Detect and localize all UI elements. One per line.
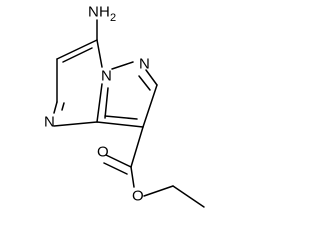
ester-o-label: O bbox=[132, 188, 144, 205]
bond-n4-c3a bbox=[53, 121, 98, 127]
chemical-structure-diagram: N H 2 N N N O O bbox=[44, 4, 205, 208]
bond-ester-o-ch2 bbox=[143, 185, 174, 197]
bond-n-bridge-n2 bbox=[111, 61, 134, 70]
bond-carbonyl bbox=[105, 154, 132, 168]
bond-c7-c6-double bbox=[62, 47, 93, 63]
bond-c3-c3a bbox=[96, 121, 144, 128]
pyrimidine-n-label: N bbox=[44, 114, 55, 131]
bond-c3-carbonyl-c bbox=[130, 126, 144, 168]
bond-c7-n-bridge bbox=[96, 39, 103, 68]
bond-c3a-n-bridge bbox=[96, 83, 103, 123]
bond-c5-n4 bbox=[53, 101, 58, 114]
bond-carbonyl-c-ester-o bbox=[130, 166, 135, 188]
bond-c7-c6 bbox=[56, 39, 98, 60]
bond-carbonyl-double bbox=[103, 162, 128, 175]
bond-c3a-n-bridge-double bbox=[104, 87, 109, 119]
amine-n-label: N bbox=[88, 4, 99, 21]
amino-group-label: N H 2 bbox=[88, 4, 116, 25]
bond-lines bbox=[53, 19, 205, 208]
bond-ch2-ch3 bbox=[172, 185, 205, 208]
bond-c2-c3 bbox=[142, 84, 158, 128]
amine-h-count: 2 bbox=[110, 12, 116, 24]
bond-c3-c3a-double bbox=[104, 115, 138, 120]
bond-n2-c2 bbox=[145, 69, 158, 86]
amine-h-label: H bbox=[99, 4, 110, 21]
bond-c5-n4-double bbox=[61, 102, 65, 111]
pyrazole-n-label: N bbox=[139, 56, 150, 73]
bond-n2-c2-double bbox=[138, 75, 151, 91]
carbonyl-o-label: O bbox=[97, 144, 109, 161]
bridgehead-n-label: N bbox=[101, 68, 112, 85]
